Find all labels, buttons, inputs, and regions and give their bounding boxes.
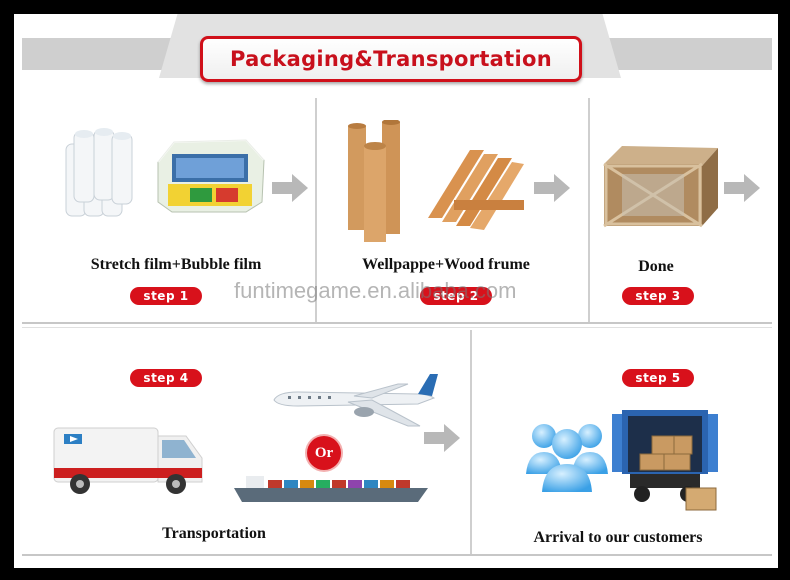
arrow-right-icon (724, 174, 760, 202)
divider-vertical-3 (470, 330, 472, 554)
step-5-badge: step 5 (622, 369, 694, 387)
container-truck-image (612, 410, 718, 511)
step-3-badge: step 3 (622, 287, 694, 305)
step-2-label: Wellpappe+Wood frume (362, 256, 530, 273)
page-title: Packaging&Transportation (230, 47, 552, 71)
divider-bottom (22, 554, 772, 556)
wood-frame-image (428, 150, 524, 230)
delivery-truck-image (53, 427, 203, 494)
step-4-badge: step 4 (130, 369, 202, 387)
arrow-right-icon (424, 424, 460, 452)
divider-horizontal (22, 322, 772, 324)
arrow-right-icon (272, 174, 308, 202)
stretch-film-rolls-image (65, 128, 133, 217)
paper-tubes-image (348, 120, 400, 242)
step-2-badge: step 2 (420, 287, 492, 305)
step-3-label: Done (638, 258, 674, 275)
step-1-label: Stretch film+Bubble film (90, 256, 262, 273)
divider-vertical-2 (588, 98, 590, 322)
arrow-right-icon (534, 174, 570, 202)
step-1-badge: step 1 (130, 287, 202, 305)
divider-vertical-1 (315, 98, 317, 322)
infographic-canvas: Packaging&Transportation (14, 14, 778, 568)
or-badge: Or (307, 436, 341, 470)
step-5-label: Arrival to our customers (533, 529, 703, 546)
wrapped-machine-image (157, 138, 265, 213)
customers-icon (526, 424, 608, 492)
wooden-crate-image (603, 146, 718, 228)
airplane-image (273, 374, 438, 427)
step-4-label: Transportation (162, 525, 266, 542)
cargo-ship-image (234, 476, 428, 502)
watermark-text: funtimegame.en.alibaba.com (234, 278, 517, 303)
divider-horizontal-2 (22, 327, 772, 328)
title-banner: Packaging&Transportation (200, 36, 582, 82)
